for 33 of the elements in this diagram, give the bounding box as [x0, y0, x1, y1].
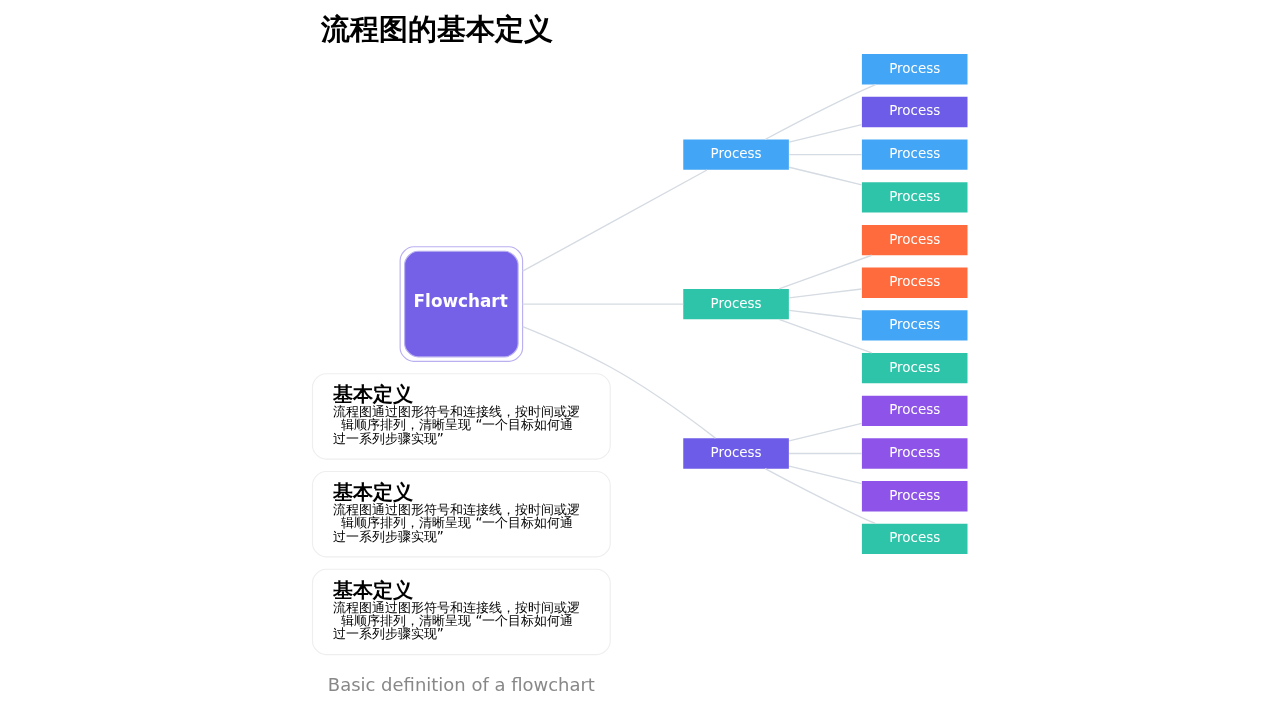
node-box: Process — [683, 139, 789, 170]
connector — [788, 288, 863, 299]
node-box: Process — [861, 139, 968, 170]
node-box: Process — [861, 267, 968, 298]
node-box: Process — [861, 438, 968, 469]
connector — [788, 154, 863, 156]
connector — [788, 166, 863, 186]
node-box: Process — [683, 288, 789, 320]
node-box: Process — [861, 182, 968, 213]
diagram-title: 流程图的基本定义 — [321, 12, 554, 47]
connector — [788, 452, 863, 455]
connector — [764, 83, 877, 141]
connector — [788, 465, 863, 485]
node-box: Process — [861, 353, 968, 384]
connector — [788, 309, 863, 320]
connector — [778, 318, 873, 354]
connector — [778, 254, 873, 290]
node-box: Process — [861, 96, 968, 128]
connector — [788, 123, 863, 143]
connector — [521, 169, 708, 272]
connector — [522, 325, 717, 439]
connector — [521, 303, 684, 305]
node-box: Process — [861, 481, 968, 512]
node-box: Process — [683, 438, 789, 469]
connector — [764, 468, 877, 525]
label: Basic definition of a flowchart — [327, 674, 595, 696]
connector — [788, 422, 863, 442]
node-box: Process — [861, 310, 968, 341]
node-box: Process — [861, 224, 968, 256]
node-box: Process — [861, 523, 968, 555]
node-box: Process — [861, 395, 968, 426]
node-box: Process — [861, 54, 968, 85]
node-box: Flowchart — [399, 246, 524, 362]
